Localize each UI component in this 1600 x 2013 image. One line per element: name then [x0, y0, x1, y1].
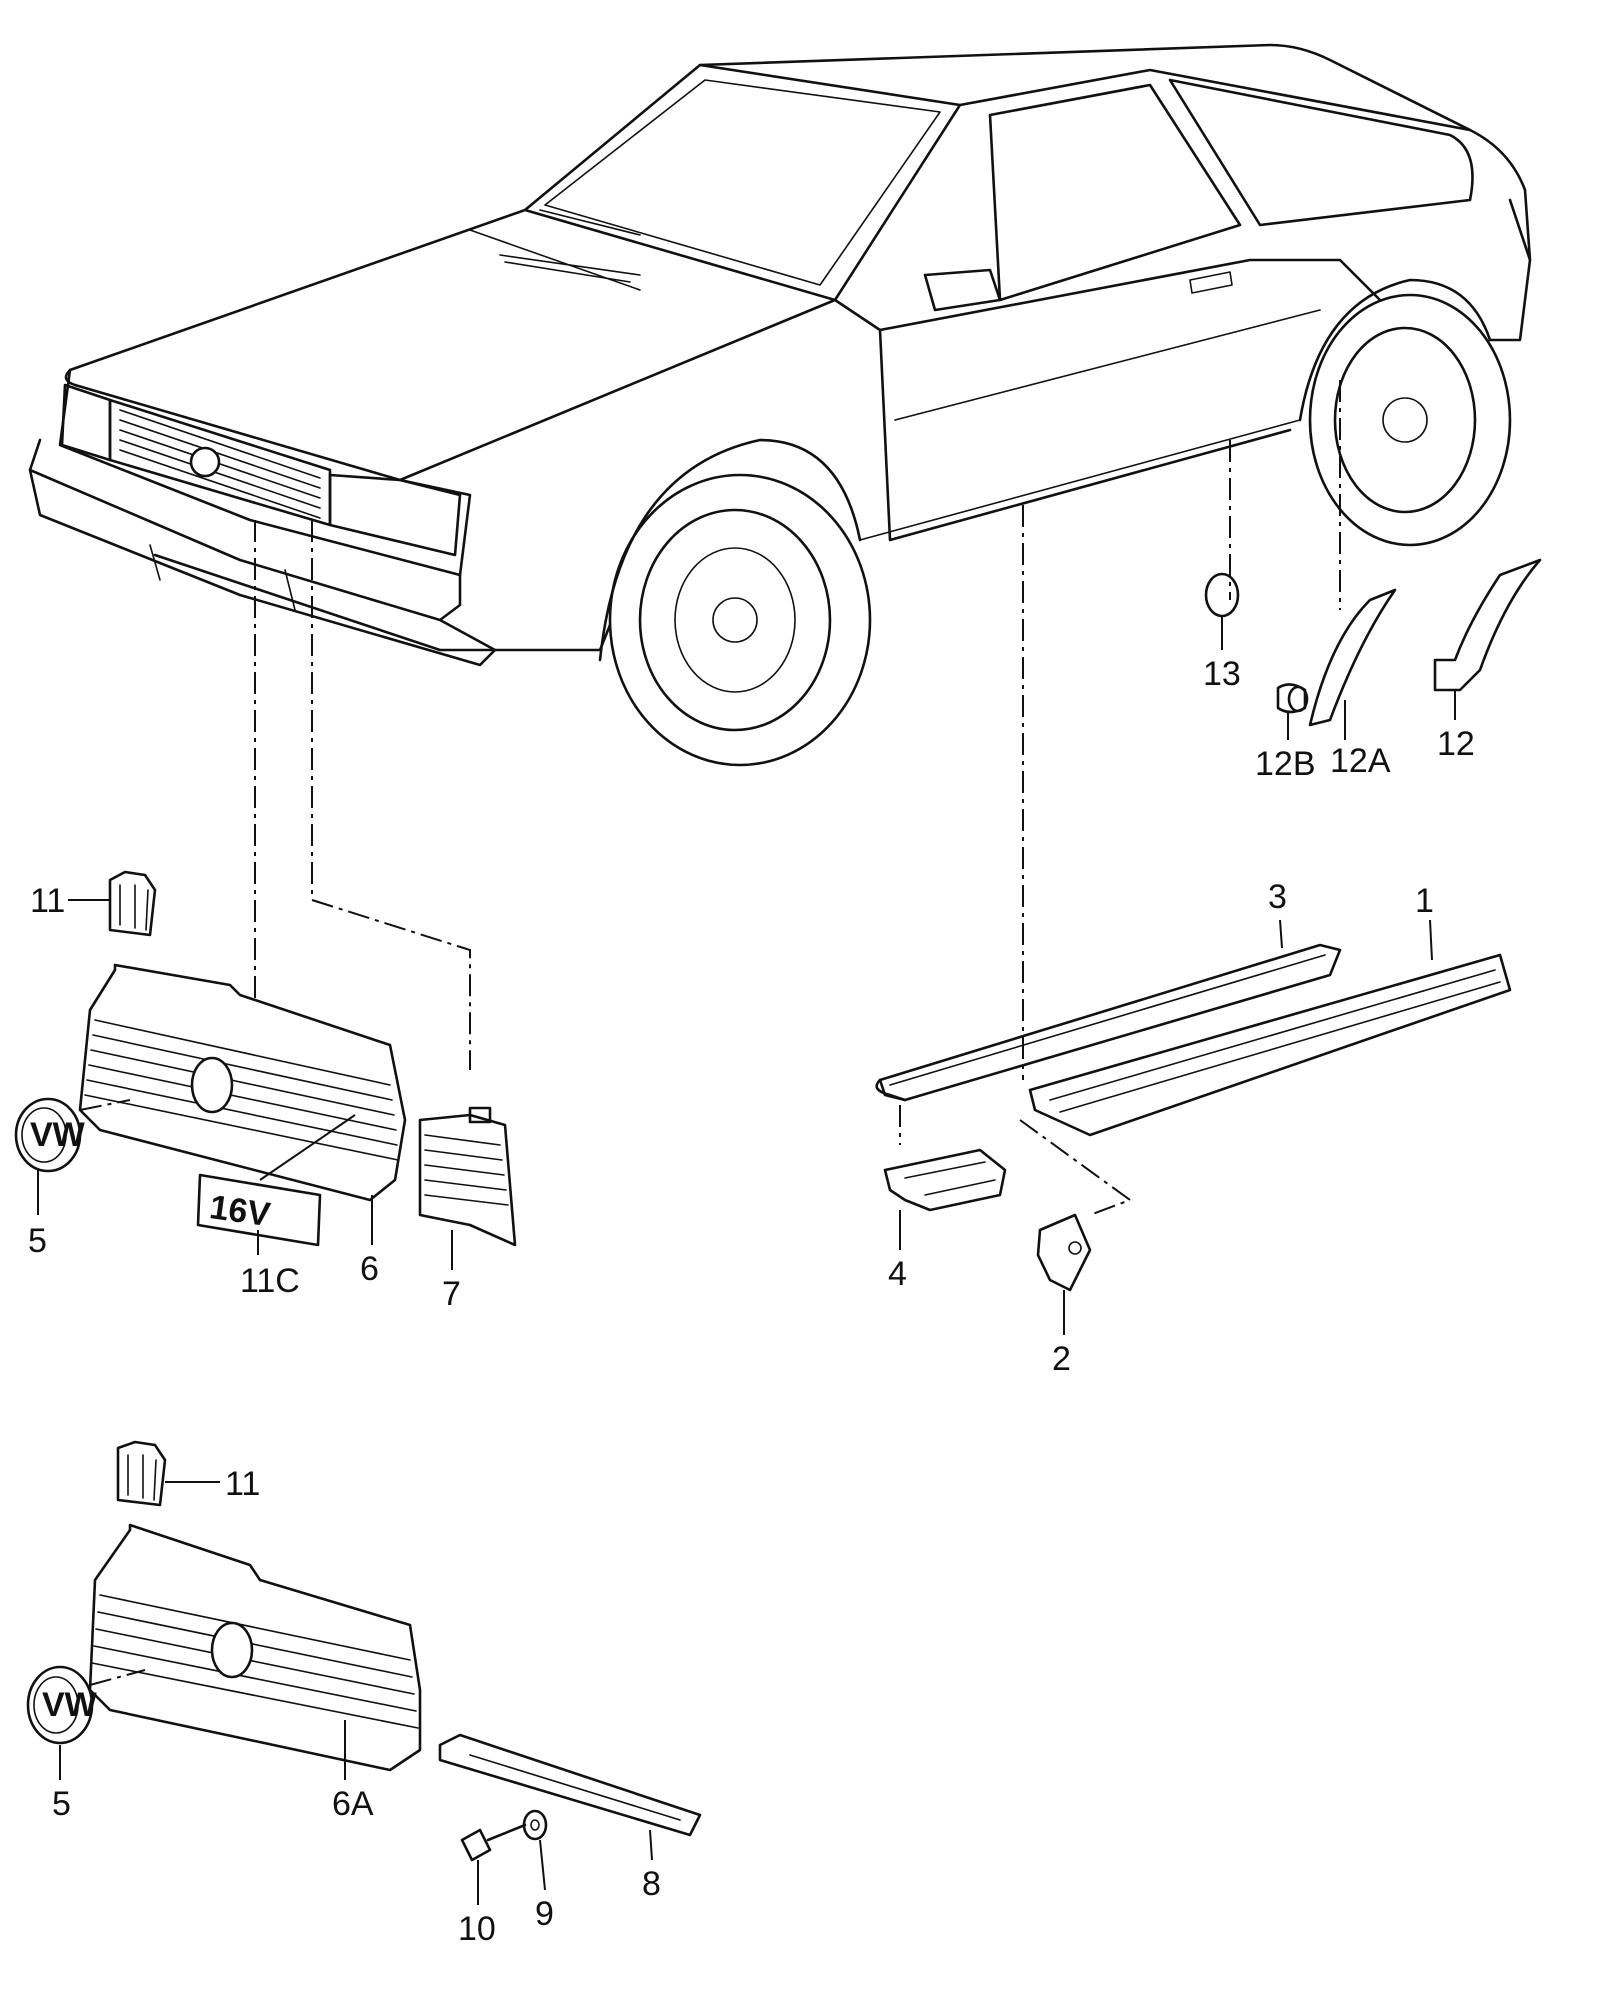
svg-text:VW: VW: [30, 1116, 86, 1154]
part-8-strip: [438, 1733, 702, 1837]
leader-lines: [37, 615, 1456, 1905]
callout-5-bottom: 5: [52, 1785, 71, 1823]
callout-7: 7: [442, 1275, 461, 1313]
part-5-emblem-top: VW: [14, 1097, 86, 1173]
callout-2: 2: [1052, 1340, 1071, 1378]
svg-text:VW: VW: [42, 1686, 98, 1724]
callout-11-top: 11: [30, 882, 65, 920]
part-11-clip-top: [108, 870, 157, 937]
part-9-washer: [522, 1809, 548, 1841]
part-6-grille: [78, 963, 407, 1202]
part-12b-clip: [1276, 683, 1309, 714]
callout-3: 3: [1268, 878, 1287, 916]
part-13-plug: [1204, 572, 1240, 618]
callout-10: 10: [458, 1910, 496, 1948]
callout-13: 13: [1203, 655, 1241, 693]
part-1-sill-strip: [1028, 953, 1512, 1137]
callout-11c: 11C: [240, 1262, 300, 1300]
callout-4: 4: [888, 1255, 907, 1293]
callouts: 1 2 3 4 5 5 6 6A 7 8 9 10 11 11 11C 12 1…: [28, 655, 1475, 1948]
part-11c-badge: 16V: [196, 1173, 322, 1247]
callout-12b: 12B: [1255, 745, 1316, 783]
callout-5-top: 5: [28, 1222, 47, 1260]
callout-12a: 12A: [1330, 742, 1391, 780]
callout-1: 1: [1415, 882, 1434, 920]
part-3-sill-strip: [875, 943, 1342, 1102]
part-6a-grille: [88, 1523, 422, 1772]
part-7-side-grille: [418, 1106, 517, 1247]
callout-6a: 6A: [332, 1785, 374, 1823]
part-5-emblem-bottom: VW: [26, 1665, 98, 1745]
car-illustration: [28, 43, 1532, 767]
callout-12: 12: [1437, 725, 1475, 763]
callout-8: 8: [642, 1865, 661, 1903]
part-4-clip: [883, 1148, 1007, 1212]
part-12a-strip: [1308, 588, 1397, 727]
part-11-clip-bottom: [116, 1440, 167, 1507]
reference-lines: [79, 380, 1341, 1686]
part-12-trim: [1433, 558, 1542, 692]
part-10-screw: [460, 1823, 527, 1862]
part-2-clip: [1036, 1213, 1092, 1292]
callout-9: 9: [535, 1895, 554, 1933]
callout-11-bottom: 11: [225, 1465, 260, 1503]
callout-6: 6: [360, 1250, 379, 1288]
badge-16v-text: 16V: [207, 1188, 273, 1234]
